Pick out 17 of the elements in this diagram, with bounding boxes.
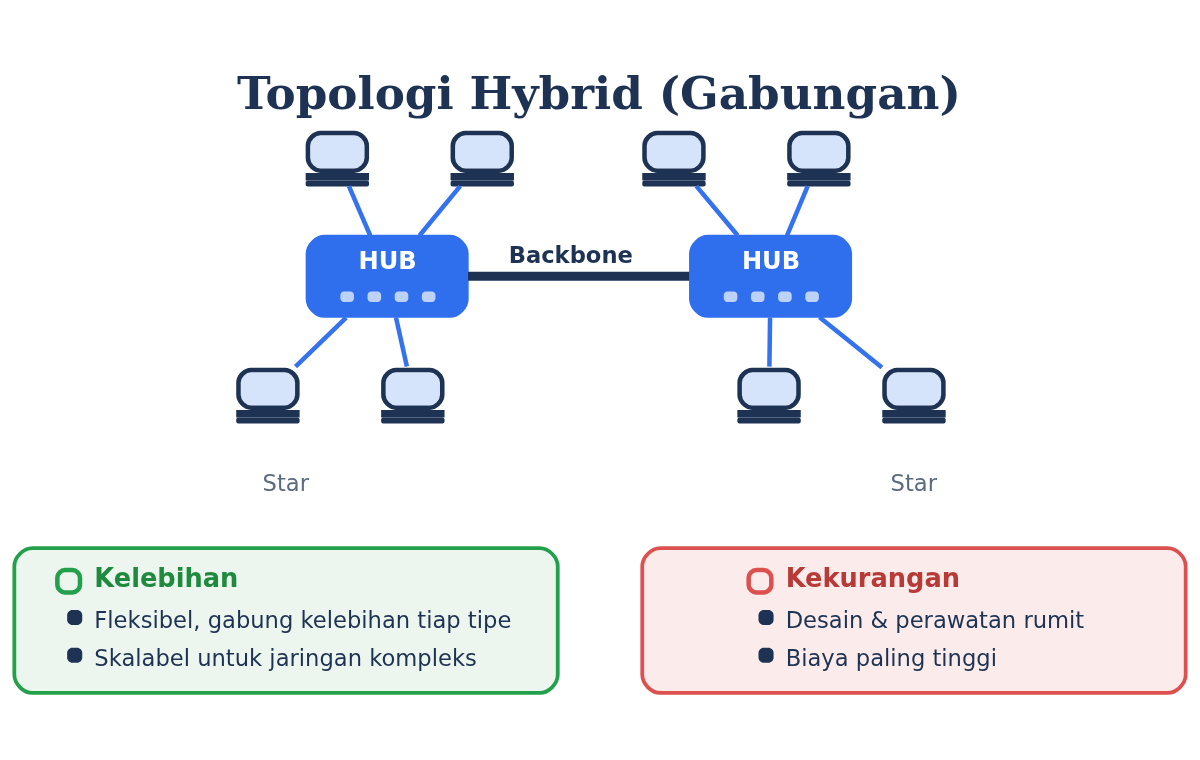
- connector: [694, 184, 740, 237]
- node-box: Kelebihan Fleksibel, gabung kelebihan tiap tipe Skalabel untuk jaringan kompleks: [12, 545, 560, 695]
- diagram-title: Topologi Hybrid (Gabungan): [236, 65, 961, 120]
- node-box: Kekurangan Desain & perawatan rumit Biaya paling tinggi: [640, 545, 1188, 695]
- connector: [293, 315, 348, 368]
- connector: [784, 184, 810, 236]
- edge-label: Backbone: [508, 241, 633, 268]
- label: Star: [890, 469, 937, 496]
- node-box: HUB: [305, 234, 469, 318]
- connector: [767, 317, 773, 367]
- connector: [393, 316, 410, 367]
- connector: [346, 184, 373, 236]
- node-box: HUB: [689, 234, 853, 318]
- connector: [818, 315, 884, 369]
- connector: [468, 271, 690, 281]
- connector: [417, 184, 462, 237]
- label: Star: [262, 469, 310, 496]
